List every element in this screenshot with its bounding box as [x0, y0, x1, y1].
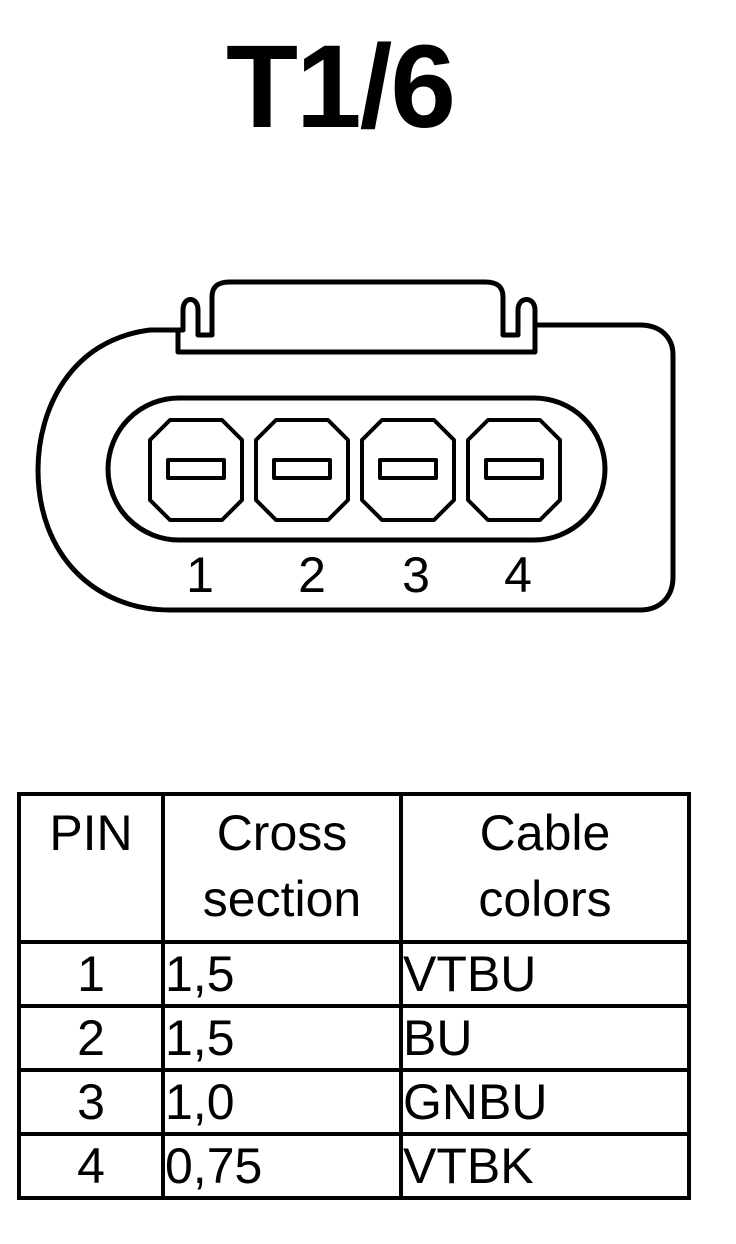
cell-pin: 3	[17, 1068, 165, 1136]
connector-drawing: 1 2 3 4	[35, 279, 676, 613]
pin-label-1: 1	[186, 547, 214, 603]
header-pin: PIN	[17, 792, 165, 944]
pin-terminal-1	[148, 418, 244, 522]
table-row: 3 1,0 GNBU	[17, 1068, 691, 1136]
pin-terminal-2	[254, 418, 350, 522]
header-cable-colors: Cable colors	[399, 792, 691, 944]
cell-cable-color: BU	[399, 1004, 691, 1072]
pin-label-2: 2	[298, 547, 326, 603]
cell-cable-color: GNBU	[399, 1068, 691, 1136]
cell-cross-section: 1,0	[161, 1068, 403, 1136]
pin-label-3: 3	[402, 547, 430, 603]
pin-terminal-4	[466, 418, 562, 522]
pin-table-header-row: PIN Cross section Cable colors	[17, 792, 691, 944]
cell-cable-color: VTBU	[399, 940, 691, 1008]
cell-pin: 2	[17, 1004, 165, 1072]
cell-cable-color: VTBK	[399, 1132, 691, 1200]
pin-label-4: 4	[504, 547, 532, 603]
pin-terminal-3	[360, 418, 456, 522]
connector-title: T1/6	[225, 21, 456, 153]
connector-latch	[175, 279, 538, 355]
header-cross-section: Cross section	[161, 792, 403, 944]
table-row: 2 1,5 BU	[17, 1004, 691, 1072]
pin-table: PIN Cross section Cable colors 1 1,5 VTB…	[17, 792, 691, 1200]
cell-cross-section: 1,5	[161, 1004, 403, 1072]
connector-housing	[35, 322, 676, 613]
cell-cross-section: 1,5	[161, 940, 403, 1008]
cell-pin: 4	[17, 1132, 165, 1200]
pin-cavity	[105, 395, 608, 543]
table-row: 4 0,75 VTBK	[17, 1132, 691, 1200]
header-cable-colors-line2: colors	[478, 871, 612, 927]
header-cross-section-line2: section	[202, 871, 362, 927]
table-row: 1 1,5 VTBU	[17, 940, 691, 1008]
header-cable-colors-line1: Cable	[479, 805, 611, 861]
cell-pin: 1	[17, 940, 165, 1008]
header-cross-section-line1: Cross	[216, 805, 348, 861]
cell-cross-section: 0,75	[161, 1132, 403, 1200]
